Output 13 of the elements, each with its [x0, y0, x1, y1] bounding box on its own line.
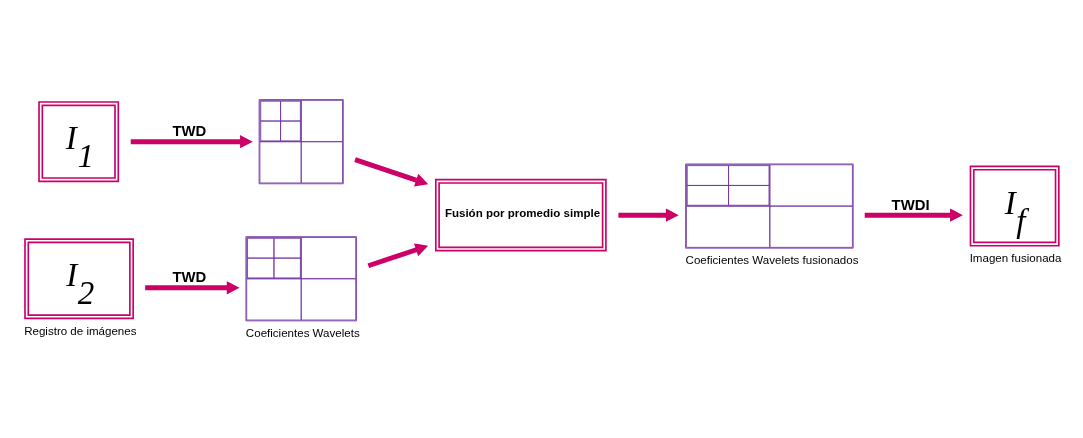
arrow — [618, 207, 679, 222]
node-label: Coeficientes Wavelets — [245, 326, 360, 339]
node-label: Coeficientes Wavelets fusionados — [685, 253, 859, 266]
edge-label: TWD — [172, 268, 207, 285]
arrow — [864, 207, 963, 222]
edge-label: TWD — [172, 122, 207, 139]
node-label: Registro de imágenes — [24, 324, 137, 337]
arrow — [145, 280, 240, 295]
edge-label: TWDI — [891, 196, 930, 213]
arrow — [130, 134, 253, 148]
arrow — [367, 242, 429, 268]
arrow — [354, 156, 429, 186]
node-label: Imagen fusionada — [969, 251, 1062, 264]
